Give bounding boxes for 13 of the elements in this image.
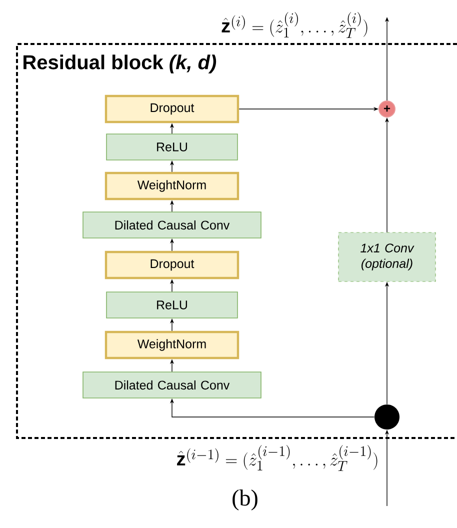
layer-box: Dropout — [104, 94, 240, 124]
formula: $\hat{\mathbf{z}}^{(i)} = (\hat{z}_1^{(i)}, \ldots, \hat{z}_T^{(i)})$ — [222, 12, 368, 38]
optional-conv-box: 1x1 Conv (optional) — [338, 232, 436, 282]
layer-box: Dilated Causal Conv — [82, 372, 262, 398]
layer-box: WeightNorm — [104, 330, 240, 360]
caption: (b) — [232, 490, 258, 510]
layer-box: Dilated Causal Conv — [82, 212, 262, 238]
junction-dot — [374, 404, 400, 430]
formula: $\hat{\mathbf{z}}^{(i-1)} = (\hat{z}_1^{(i-1)}, \ldots, \hat{z}_T^{(i-1)})$ — [177, 445, 378, 471]
layer-box: Dropout — [104, 250, 240, 280]
layer-box: ReLU — [106, 134, 238, 160]
layer-box: WeightNorm — [104, 172, 240, 200]
layer-box: ReLU — [106, 292, 238, 318]
